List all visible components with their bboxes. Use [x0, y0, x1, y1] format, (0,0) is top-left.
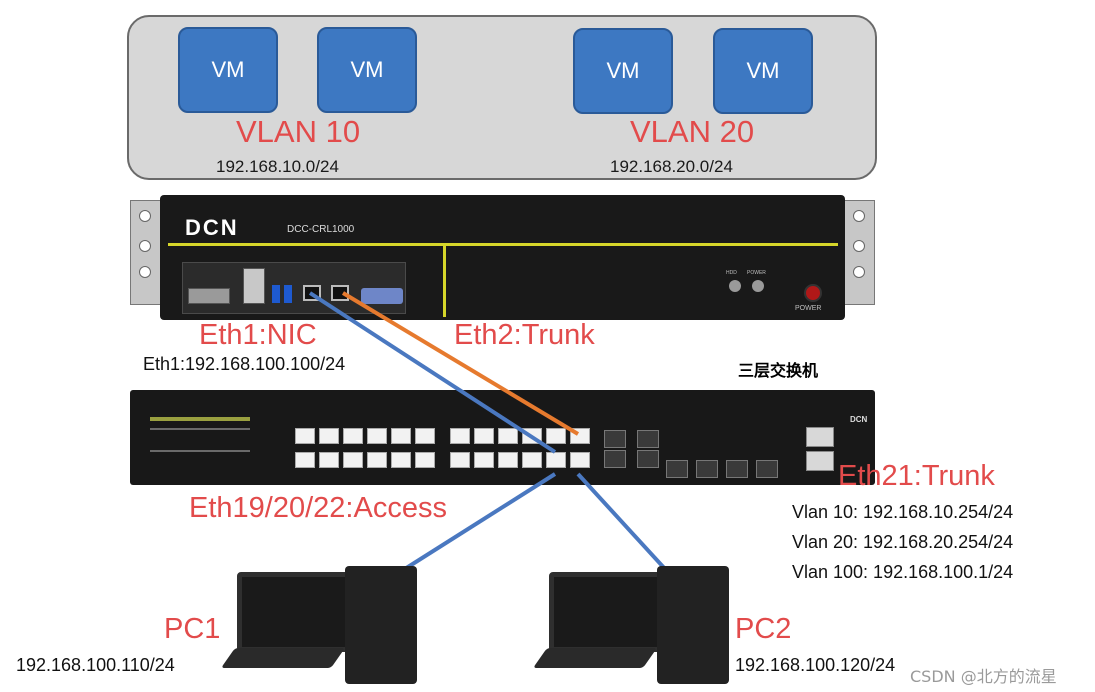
vlan10-interface: Vlan 10: 192.168.10.254/24: [792, 502, 1014, 522]
switch-port: [570, 452, 590, 468]
sfp-port: [666, 460, 688, 478]
switch-port: [450, 452, 470, 468]
server-model: DCC-CRL1000: [287, 224, 355, 235]
sfp-port: [696, 460, 718, 478]
power-button: [804, 284, 822, 302]
vm-box: VM: [317, 27, 417, 113]
switch-port: [498, 428, 518, 444]
switch-port: [367, 428, 387, 444]
eth1-ip-label: Eth1:192.168.100.100/24: [143, 354, 346, 374]
pc2-ip: 192.168.100.120/24: [735, 655, 896, 675]
usb-port: [284, 285, 292, 303]
switch-port: [415, 428, 435, 444]
vm-label: VM: [606, 58, 640, 83]
pc1-label: PC1: [164, 613, 221, 645]
sfp-port: [604, 450, 626, 468]
switch-port: [295, 428, 315, 444]
power-button-label: POWER: [795, 305, 822, 312]
switch-port: [319, 428, 339, 444]
switch-led-strip: [150, 428, 250, 430]
eth21-trunk-label: Eth21:Trunk: [838, 460, 995, 492]
rack-hole: [853, 266, 865, 278]
switch-port: [474, 428, 494, 444]
switch-brand-logo: DCN: [850, 415, 868, 424]
vm-box: VM: [178, 27, 278, 113]
pc2-access-link: [576, 472, 668, 572]
pc1-ip: 192.168.100.110/24: [16, 655, 175, 675]
rack-hole: [139, 210, 151, 222]
vga-port: [361, 288, 403, 304]
switch-led-strip: [150, 450, 250, 452]
access-ports-label: Eth19/20/22:Access: [189, 492, 447, 524]
switch-led-strip: [150, 417, 250, 421]
pc1-monitor: [237, 572, 352, 652]
vm-label: VM: [746, 58, 780, 83]
eth1-nic-label: Eth1:NIC: [199, 319, 317, 351]
ethernet-port-mgmt: [243, 268, 265, 304]
sfp-port: [726, 460, 748, 478]
switch-port: [522, 452, 542, 468]
server-accent-line: [168, 243, 838, 246]
power-led-label: POWER: [747, 270, 766, 276]
pc1-tower: [345, 566, 417, 684]
eth2-port: [331, 285, 349, 301]
switch-port: [546, 452, 566, 468]
switch-port: [343, 452, 363, 468]
sfp-port: [756, 460, 778, 478]
switch-port: [343, 428, 363, 444]
pc2-keyboard: [532, 648, 658, 668]
switch-port: [319, 452, 339, 468]
switch-port: [474, 452, 494, 468]
vm-label: VM: [211, 57, 245, 82]
switch-port: [498, 452, 518, 468]
usb-port: [272, 285, 280, 303]
switch-port: [450, 428, 470, 444]
hdd-led: [729, 280, 741, 292]
switch-port: [367, 452, 387, 468]
server-rack-ear-left: [130, 200, 162, 305]
pc2-tower: [657, 566, 729, 684]
pc2-label: PC2: [735, 613, 792, 645]
switch-port: [391, 428, 411, 444]
rack-hole: [853, 240, 865, 252]
vlan10-subnet: 192.168.10.0/24: [216, 157, 339, 176]
rack-hole: [139, 240, 151, 252]
rack-hole: [853, 210, 865, 222]
sfp-port: [637, 430, 659, 448]
vlan100-interface: Vlan 100: 192.168.100.1/24: [792, 562, 1014, 582]
power-led: [752, 280, 764, 292]
server-divider-line: [443, 245, 446, 317]
sfp-port: [637, 450, 659, 468]
mgmt-port: [806, 451, 834, 471]
pc1-access-link: [398, 472, 557, 574]
vlan10-label: VLAN 10: [236, 114, 361, 149]
sfp-port: [604, 430, 626, 448]
switch-port: [415, 452, 435, 468]
serial-port: [188, 288, 230, 304]
eth2-trunk-link: [341, 291, 580, 436]
switch-port: [546, 428, 566, 444]
switch-port: [295, 452, 315, 468]
console-port: [806, 427, 834, 447]
watermark: CSDN @北方的流星: [910, 667, 1057, 686]
switch-port: [391, 452, 411, 468]
l3-switch-title: 三层交换机: [738, 361, 819, 380]
vlan20-interface: Vlan 20: 192.168.20.254/24: [792, 532, 1014, 552]
vm-box: VM: [713, 28, 813, 114]
rack-hole: [139, 266, 151, 278]
server-brand-logo: DCN: [185, 215, 239, 240]
pc2-monitor: [549, 572, 664, 652]
pc1-keyboard: [220, 648, 346, 668]
vm-label: VM: [350, 57, 384, 82]
vlan20-subnet: 192.168.20.0/24: [610, 157, 733, 176]
eth1-nic-link: [308, 291, 557, 454]
vm-box: VM: [573, 28, 673, 114]
vlan20-label: VLAN 20: [630, 114, 755, 149]
hdd-led-label: HDD: [726, 270, 737, 276]
eth2-trunk-label: Eth2:Trunk: [454, 319, 595, 351]
